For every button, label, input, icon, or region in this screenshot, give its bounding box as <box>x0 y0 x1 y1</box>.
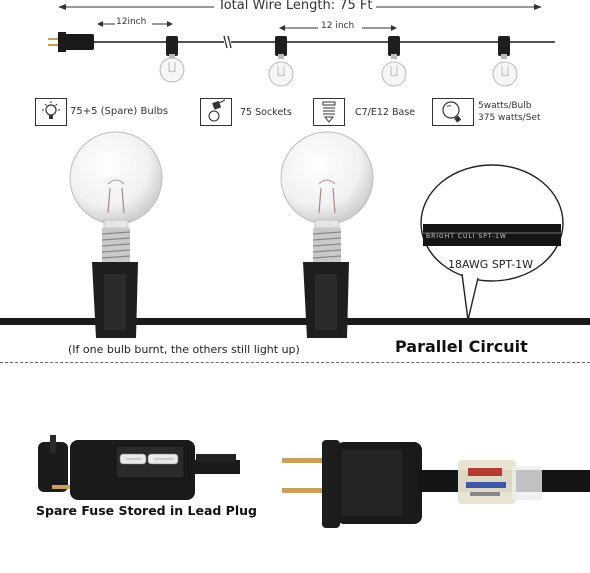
large-bulb-right <box>280 131 374 338</box>
string-lights-diagram <box>48 4 555 87</box>
spec-bulbs-label: 75+5 (Spare) Bulbs <box>70 106 169 117</box>
spec-wattage-line1: 5watts/Bulb <box>478 101 532 111</box>
lead-plug-open <box>38 435 240 500</box>
plug-icon <box>48 32 94 52</box>
wire-gauge-label: 18AWG SPT-1W <box>448 258 533 271</box>
spec-sockets-label: 75 Sockets <box>240 107 292 118</box>
parallel-circuit-illustration <box>0 131 590 338</box>
total-wire-length-label: Total Wire Length: 75 Ft <box>218 0 373 13</box>
e12-base-icon <box>313 98 345 126</box>
plug-photos <box>38 435 590 528</box>
spacing-label-left: 12inch <box>116 17 147 27</box>
bulb-small-4 <box>492 36 518 87</box>
socket-icon <box>200 98 232 126</box>
bulb-small-3 <box>381 36 407 87</box>
spec-base-label: C7/E12 Base <box>355 107 416 118</box>
bulb-small-1 <box>159 36 185 83</box>
parallel-circuit-title: Parallel Circuit <box>395 337 528 356</box>
large-bulb-left <box>69 131 163 338</box>
spacing-label-right: 12 inch <box>321 21 355 31</box>
wire-print-text: BRIGHT CULI SPT-1W <box>426 233 507 240</box>
section-divider <box>0 362 590 363</box>
bulb-icon <box>35 98 67 126</box>
spare-fuse-caption: Spare Fuse Stored in Lead Plug <box>36 503 257 518</box>
bulb-small-2 <box>268 36 294 87</box>
spec-wattage-line2: 375 watts/Set <box>478 113 541 123</box>
lead-plug-closed <box>282 440 590 528</box>
wattage-bulb-icon <box>432 98 474 126</box>
circuit-note: (If one bulb burnt, the others still lig… <box>68 343 300 356</box>
wire-gauge-callout <box>420 164 564 321</box>
